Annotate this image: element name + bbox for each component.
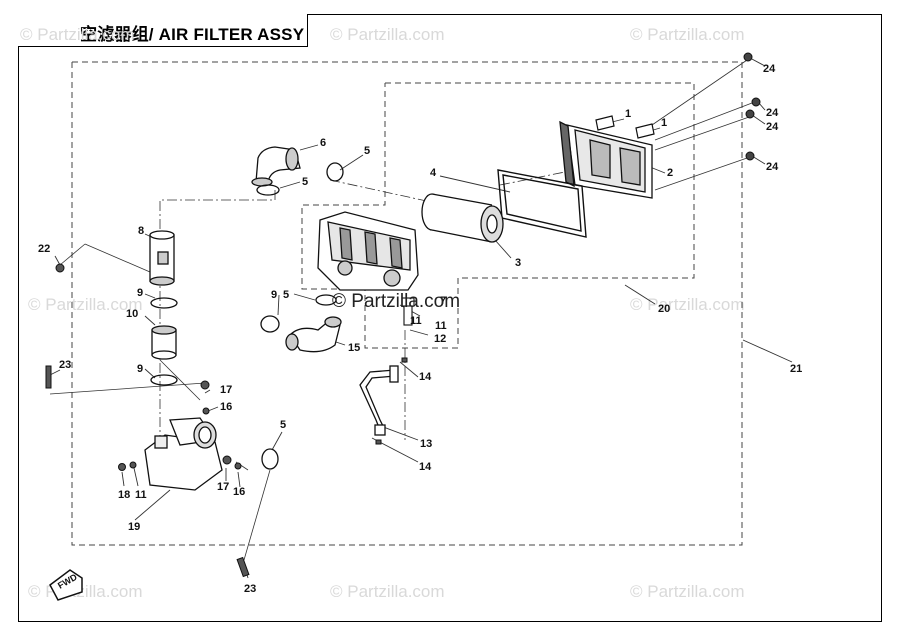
assembly-boundary-20 — [301, 82, 695, 349]
air-box-part-7 — [317, 211, 419, 291]
callout-13: 13 — [420, 438, 432, 450]
callout-9: 9 — [271, 289, 277, 301]
callout-11: 11 — [435, 320, 447, 332]
small-hardware — [45, 263, 408, 578]
callout-1: 1 — [625, 108, 631, 120]
callout-6: 6 — [320, 137, 326, 149]
callout-23: 23 — [59, 359, 71, 371]
forward-arrow-icon: FWD — [49, 569, 83, 601]
callout-5: 5 — [280, 419, 286, 431]
callout-11: 11 — [135, 489, 147, 501]
callout-14: 14 — [419, 371, 432, 383]
callout-17: 17 — [217, 481, 229, 493]
clamp-part-5 — [256, 162, 344, 470]
callout-4: 4 — [430, 167, 437, 179]
lower-housing-part-19 — [144, 417, 223, 491]
callout-5: 5 — [283, 289, 289, 301]
callout-24: 24 — [766, 107, 779, 119]
callout-7: 7 — [440, 295, 446, 307]
watermark-text: © Partzilla.com — [630, 295, 745, 314]
bolt-part-24 — [743, 52, 761, 161]
callout-9: 9 — [137, 363, 143, 375]
callout-5: 5 — [364, 145, 370, 157]
watermark-text: © Partzilla.com — [20, 25, 135, 44]
watermark-text: © Partzilla.com — [630, 582, 745, 601]
drain-part-12 — [401, 297, 415, 326]
callout-16: 16 — [220, 401, 232, 413]
callout-2: 2 — [667, 167, 673, 179]
pipe-part-13 — [359, 365, 399, 436]
callout-12: 12 — [434, 333, 446, 345]
watermarks: © Partzilla.com © Partzilla.com © Partzill… — [20, 25, 745, 601]
hose-part-15 — [285, 316, 342, 353]
callout-24: 24 — [766, 121, 779, 133]
callout-24: 24 — [766, 161, 779, 173]
callout-18: 18 — [118, 489, 130, 501]
callout-21: 21 — [790, 363, 802, 375]
callout-8: 8 — [138, 225, 144, 237]
assembly-boundary-21 — [71, 61, 743, 546]
callout-15: 15 — [348, 342, 360, 354]
callout-9: 9 — [137, 287, 143, 299]
callout-14: 14 — [419, 461, 432, 473]
callout-11: 11 — [410, 315, 422, 327]
watermark-main: © Partzilla.com — [332, 291, 460, 312]
clip-part-1 — [595, 115, 655, 139]
diagram-frame — [18, 14, 882, 622]
gasket-part-4 — [497, 169, 587, 238]
elbow-part-6 — [251, 146, 301, 187]
diagram-title: 空滤器组/ AIR FILTER ASSY — [80, 25, 305, 44]
watermark-text: © Partzilla.com — [28, 582, 143, 601]
callout-17: 17 — [220, 384, 232, 396]
callout-5: 5 — [302, 176, 308, 188]
watermark-text: © Partzilla.com — [28, 295, 143, 314]
callout-22: 22 — [38, 243, 50, 255]
air-box-cover — [559, 120, 653, 199]
callout-10: 10 — [126, 308, 138, 320]
watermark-text: © Partzilla.com — [630, 25, 745, 44]
callout-19: 19 — [128, 521, 140, 533]
watermark-text: © Partzilla.com — [330, 582, 445, 601]
filter-element-part-3 — [421, 193, 504, 243]
callout-20: 20 — [658, 303, 670, 315]
callout-16: 16 — [233, 486, 245, 498]
clamp-part-9 — [150, 297, 280, 386]
callout-3: 3 — [515, 257, 521, 269]
tube-part-8 — [149, 230, 175, 286]
watermark-text: © Partzilla.com — [330, 25, 445, 44]
title-box — [18, 14, 308, 47]
callout-1: 1 — [661, 117, 667, 129]
callout-23: 23 — [244, 583, 256, 595]
coupler-part-10 — [151, 325, 177, 360]
callout-24: 24 — [763, 63, 776, 75]
